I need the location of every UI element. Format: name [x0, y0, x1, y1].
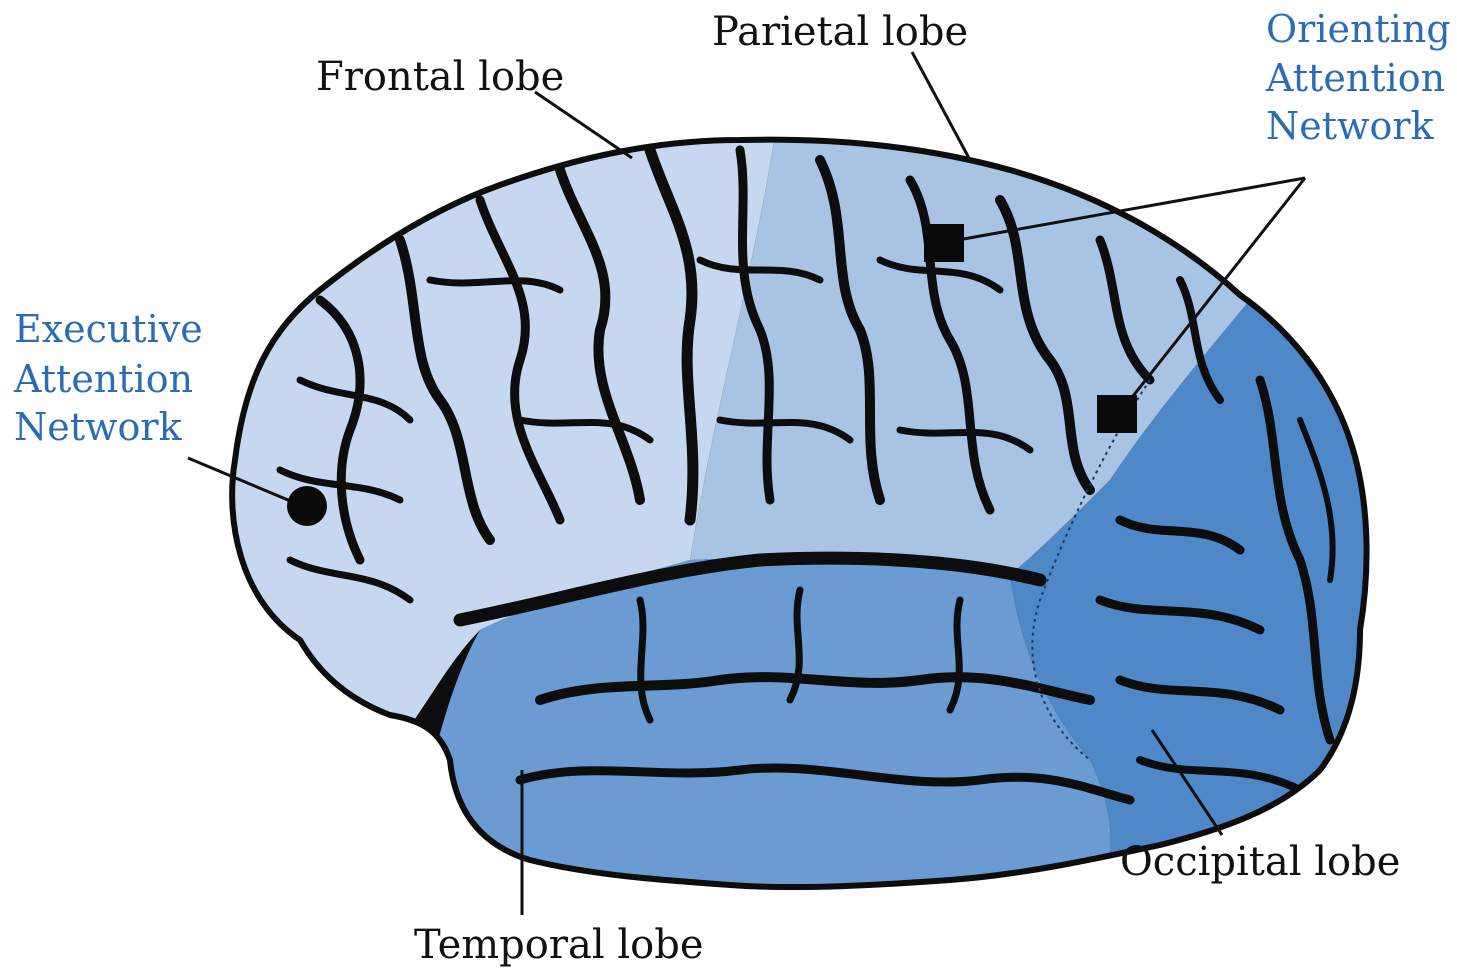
orienting-label-line-1: Orienting — [1266, 7, 1451, 51]
executive-label-line-2: Attention — [13, 357, 193, 401]
orienting-label-line-2: Attention — [1265, 56, 1445, 100]
orienting-square-marker-parietal — [924, 224, 964, 262]
executive-network-label: Executive Attention Network — [13, 307, 203, 449]
parietal-lobe-label: Parietal lobe — [712, 9, 968, 55]
executive-circle-marker — [287, 486, 327, 526]
executive-label-line-1: Executive — [14, 307, 203, 351]
brain-illustration — [200, 100, 1400, 900]
frontal-lobe-label: Frontal lobe — [316, 54, 564, 100]
orienting-network-label: Orienting Attention Network — [1265, 7, 1451, 148]
executive-label-line-3: Network — [14, 405, 183, 449]
temporal-lobe-label: Temporal lobe — [414, 922, 704, 968]
frontal-leader-line — [535, 92, 632, 158]
occipital-lobe-label: Occipital lobe — [1120, 839, 1400, 885]
orienting-label-line-3: Network — [1266, 104, 1435, 148]
parietal-leader-line — [912, 52, 970, 160]
orienting-square-marker-posterior — [1097, 395, 1137, 433]
